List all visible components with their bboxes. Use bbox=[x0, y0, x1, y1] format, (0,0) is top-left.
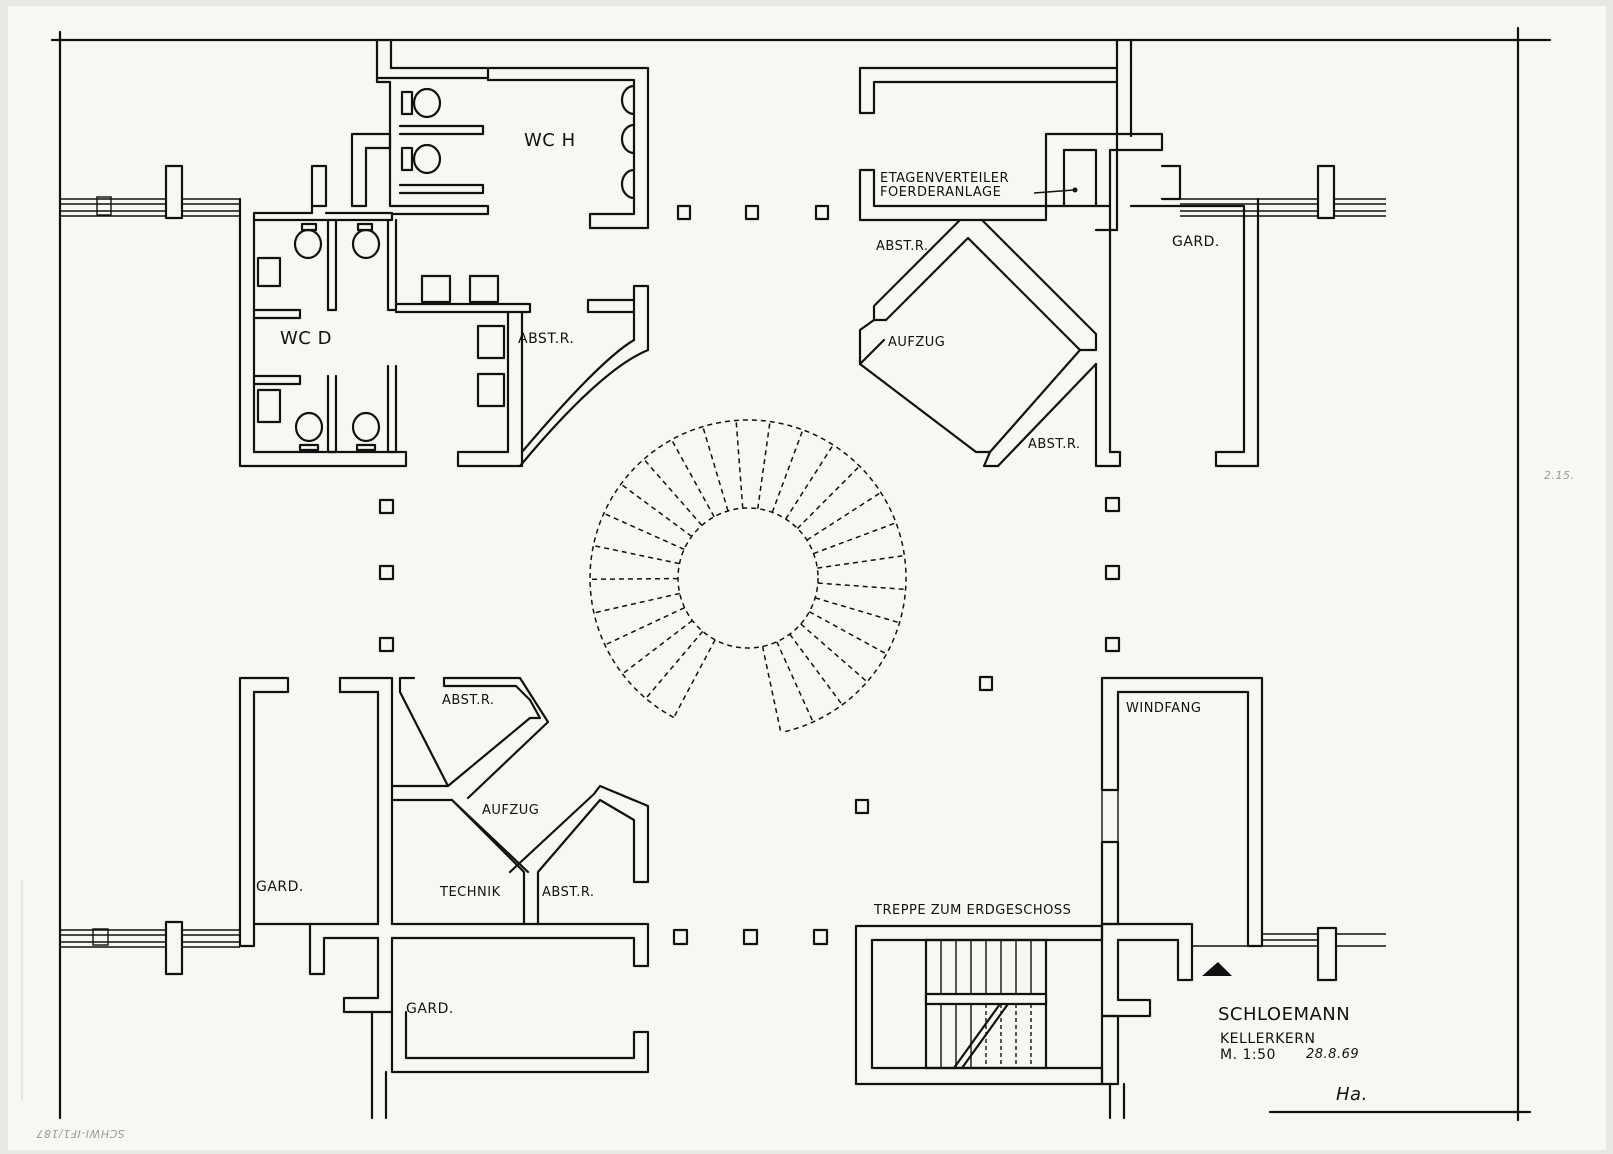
spiral-stair-tread bbox=[806, 491, 882, 541]
spiral-stair-tread bbox=[645, 630, 704, 699]
title-project: SCHLOEMANN bbox=[1218, 1004, 1351, 1025]
label-wc-d: WC D bbox=[280, 328, 332, 349]
title-scale: M. 1:50 bbox=[1220, 1047, 1276, 1063]
label-windfang: WINDFANG bbox=[1126, 701, 1202, 716]
spiral-stair-tread bbox=[589, 577, 679, 581]
spiral-stair-tread bbox=[817, 554, 905, 569]
spiral-stair-tread bbox=[789, 633, 843, 706]
spiral-stair-tread bbox=[813, 522, 897, 555]
spiral-stair-tread bbox=[620, 483, 693, 538]
label-aufzug-bottom: AUFZUG bbox=[482, 803, 540, 818]
label-abst-r-bottom-left-upper: ABST.R. bbox=[442, 693, 495, 708]
label-etagenverteiler: ETAGENVERTEILER bbox=[880, 171, 1009, 186]
title-initials: Ha. bbox=[1336, 1084, 1368, 1105]
top-left-core bbox=[60, 38, 650, 468]
top-right-core bbox=[858, 38, 1386, 468]
label-abst-r-top-right-upper: ABST.R. bbox=[876, 239, 929, 254]
columns bbox=[378, 204, 1121, 946]
label-abst-r-top-left: ABST.R. bbox=[518, 331, 575, 347]
spiral-stair-tread bbox=[761, 646, 782, 733]
label-aufzug-top: AUFZUG bbox=[888, 335, 946, 350]
bottom-left-core bbox=[60, 676, 650, 1120]
spiral-stair bbox=[589, 419, 907, 733]
spiral-stair-tread bbox=[808, 611, 887, 655]
spiral-stair-tread bbox=[817, 582, 906, 591]
spiral-stair-tread bbox=[800, 623, 868, 683]
label-gard-top-right: GARD. bbox=[1172, 234, 1220, 250]
label-abst-r-bottom-left-lower: ABST.R. bbox=[542, 885, 595, 900]
spiral-stair-tread bbox=[814, 597, 900, 624]
spiral-stair-tread bbox=[603, 512, 685, 551]
label-gard-bottom: GARD. bbox=[406, 1001, 454, 1017]
pencil-note-right: 2.15. bbox=[1544, 469, 1575, 482]
title-date: 28.8.69 bbox=[1306, 1047, 1360, 1062]
label-wc-h: WC H bbox=[524, 130, 576, 151]
label-treppe: TREPPE ZUM ERDGESCHOSS bbox=[874, 903, 1072, 918]
spiral-stair-tread bbox=[771, 429, 804, 513]
bottom-right-core bbox=[854, 676, 1386, 1120]
spiral-stair-tread bbox=[593, 544, 680, 565]
spiral-stair-core bbox=[677, 507, 819, 649]
spiral-stair-tread bbox=[643, 458, 703, 526]
paper-sheet bbox=[8, 6, 1606, 1150]
title-subject: KELLERKERN bbox=[1220, 1031, 1316, 1047]
spiral-stair-tread bbox=[785, 444, 834, 520]
label-foerderanlage: FOERDERANLAGE bbox=[880, 185, 1002, 200]
spiral-stair-tread bbox=[673, 639, 716, 718]
label-technik: TECHNIK bbox=[440, 885, 501, 900]
spiral-stair-tread bbox=[593, 592, 680, 614]
spiral-stair-tread bbox=[702, 426, 729, 512]
label-abst-r-top-right-lower: ABST.R. bbox=[1028, 437, 1081, 452]
label-gard-bottom-left: GARD. bbox=[256, 879, 304, 895]
entry-arrow-icon bbox=[1202, 962, 1232, 976]
spiral-stair-tread bbox=[756, 421, 771, 509]
spiral-stair-tread bbox=[622, 619, 693, 675]
spiral-stair-tread bbox=[604, 606, 685, 646]
spiral-stair-tread bbox=[776, 641, 814, 723]
spiral-stair-tread bbox=[670, 439, 715, 518]
archive-number: SCHWI-IF1/187 bbox=[36, 1127, 125, 1140]
spiral-stair-outer bbox=[589, 419, 907, 733]
border-frame bbox=[50, 26, 1552, 1122]
stair-treads bbox=[940, 940, 1032, 1068]
spiral-stair-tread bbox=[796, 465, 861, 529]
spiral-stair-tread bbox=[735, 420, 744, 509]
